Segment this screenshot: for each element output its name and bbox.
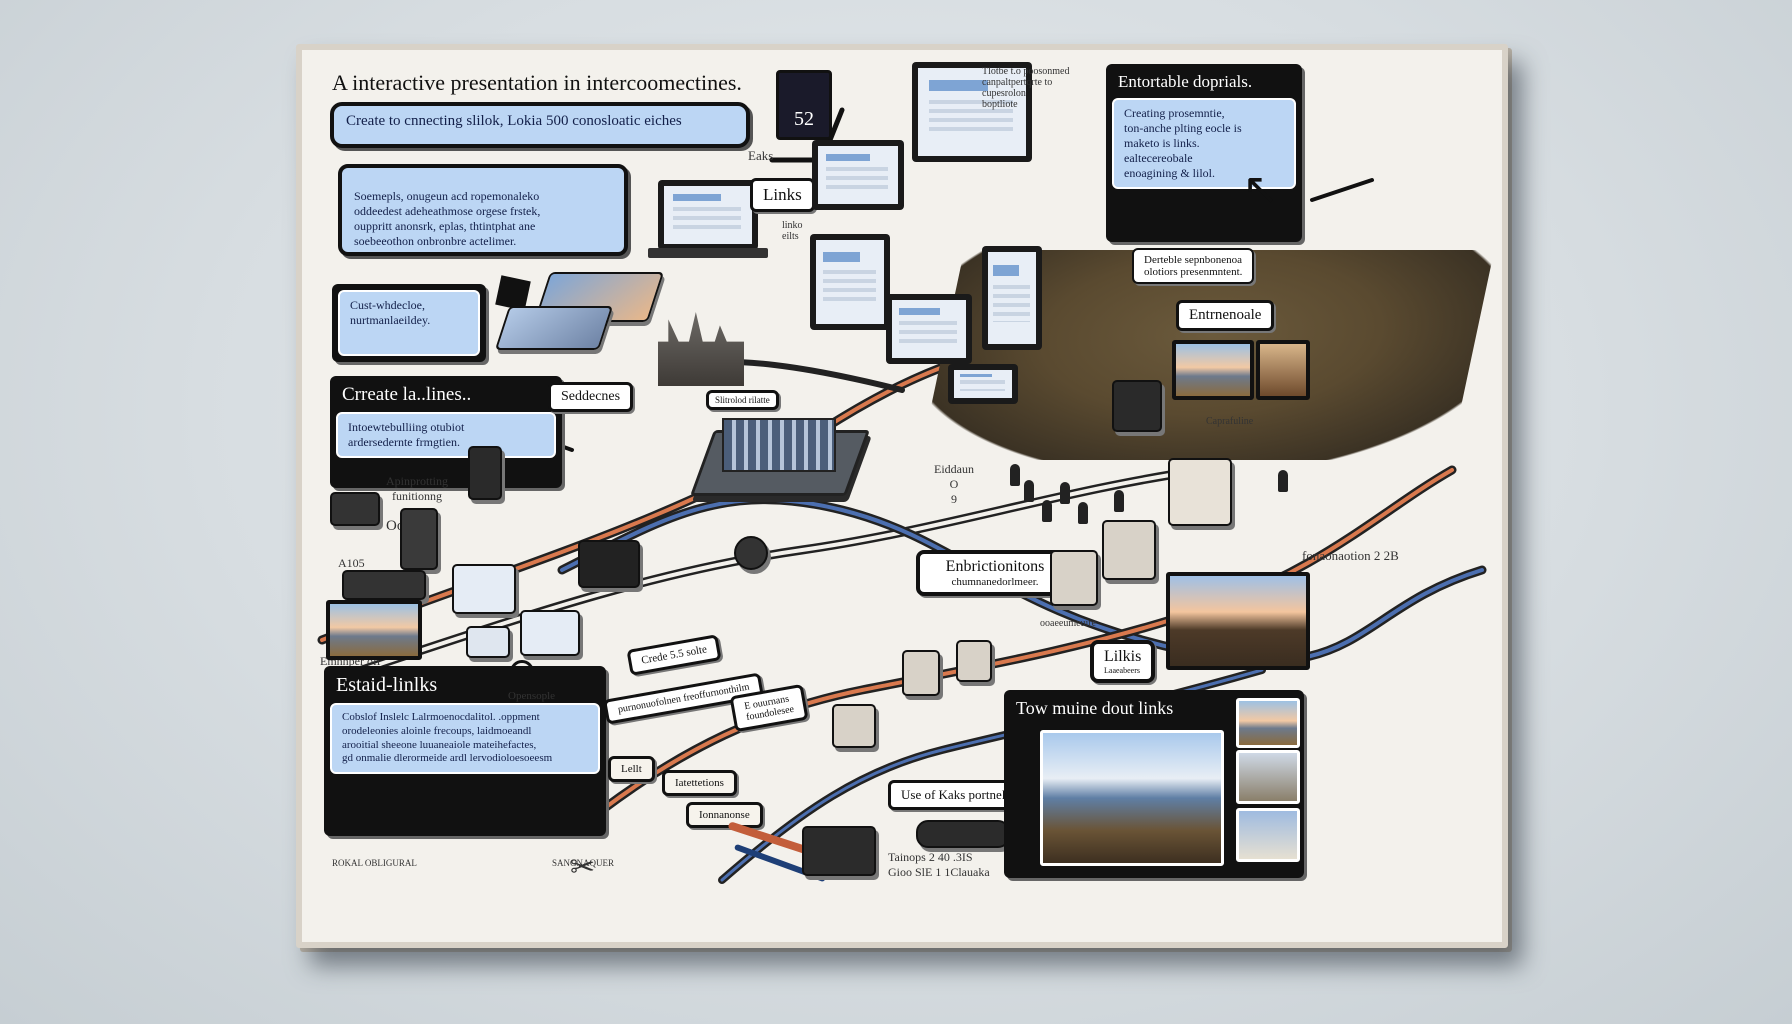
- printer-device: [1102, 520, 1156, 580]
- apinprotting-label: Apinprotting funitionng: [386, 474, 448, 503]
- person-icon: [1114, 490, 1124, 512]
- monitor-stack: [886, 294, 972, 364]
- entrictionitons-heading: Enbrictionitons: [945, 558, 1045, 575]
- connector-block-2: [400, 508, 438, 570]
- small-tablet: [466, 626, 510, 658]
- bottom-right-thumb-2: [1236, 750, 1300, 804]
- links-top-label: Links: [750, 178, 815, 212]
- camera-device-center: [578, 540, 640, 588]
- links-right-sub: Laaeabeers: [1104, 666, 1140, 675]
- monitor-top: [912, 62, 1032, 162]
- top-banner: Create to cnnecting slilok, Lokia 500 co…: [330, 102, 750, 148]
- desirable-label: Derteble sepnbonenoa olotiors presenmnte…: [1132, 248, 1255, 284]
- person-icon: [1024, 480, 1034, 502]
- estaid-links-box: Estaid-linlks Cobslof Inslelc Lalrmoenoc…: [324, 666, 606, 836]
- small-monitor-1: [452, 564, 516, 614]
- links-top-sub: linko eilts: [782, 220, 803, 242]
- person-icon: [1078, 502, 1088, 524]
- bottom-right-thumb-1: [1236, 698, 1300, 748]
- entrictionitons-box: Enbrictionitons chumnanedorlmeer.: [916, 550, 1074, 596]
- footer-signature-1: ROKAL OBLIGURAL: [332, 858, 417, 868]
- thumbnail-right-2: [1256, 340, 1310, 400]
- laptop-device: [658, 180, 758, 250]
- connector-right-2: [832, 704, 876, 748]
- bottom-right-box: Tow muine dout links: [1004, 690, 1304, 878]
- building-model: [722, 418, 836, 472]
- cursor-arrow-icon: ↖: [1242, 164, 1279, 215]
- bottom-right-thumb-3: [1236, 808, 1300, 862]
- lens-icon: [734, 536, 768, 570]
- create-links-box: Crreate la..lines.. Intoewtebulliing otu…: [330, 376, 562, 488]
- thumbnail-right-1: [1172, 340, 1254, 400]
- sedderes-label: Seddecnes: [548, 382, 634, 412]
- left-description-box: Soemepls, onugeun acd ropemonaleko oddee…: [338, 164, 628, 256]
- monitor-center-left: [812, 140, 904, 210]
- entrictionitons-sub: chumnanedorlmeer.: [951, 576, 1039, 588]
- thumbnail-mountain: [1166, 572, 1310, 670]
- links-right-heading: Lilkis: [1104, 648, 1142, 665]
- small-monitor-2: [520, 610, 580, 656]
- code-badge-text: 52: [794, 108, 814, 130]
- code-badge: 52: [776, 70, 832, 140]
- create-links-heading: Crreate la..lines..: [342, 384, 472, 405]
- infographic-board: A interactive presentation in intercoome…: [296, 44, 1508, 948]
- person-icon: [1042, 500, 1052, 522]
- projector-device: [1168, 458, 1232, 526]
- connector-block-3: [342, 570, 426, 600]
- server-rack: [1112, 380, 1162, 432]
- connector-right-3: [956, 640, 992, 682]
- thumbnail-left: [326, 600, 422, 660]
- connector-right-1: [902, 650, 940, 696]
- scissors-icon: ✂: [570, 850, 596, 885]
- monitor-center: [810, 234, 890, 330]
- laptop-center: [948, 364, 1018, 404]
- enterable-body: Creating prosemntie, ton-anche plting eo…: [1112, 98, 1296, 189]
- person-icon: [1060, 482, 1070, 504]
- eaks-label: Eaks: [748, 148, 774, 163]
- top-right-small-text: Tlotbe t.o poosonmed canpaltpertqrte to …: [982, 66, 1070, 110]
- fonaonaotion-label: fonaonaotion 2 2B: [1302, 548, 1399, 563]
- bottom-right-heading: Tow muine dout links: [1016, 698, 1174, 718]
- connector-block-1: [468, 446, 502, 500]
- page-title: A interactive presentation in intercoome…: [332, 70, 742, 95]
- footer-small-text: Tainops 2 40 .3IS Gioo SlE 1 1Clauaka: [888, 850, 990, 879]
- estaid-links-body: Cobslof Inslelc Lalrmoenocdalitol. .oppm…: [330, 703, 600, 774]
- a105-label: A105: [338, 556, 365, 570]
- links-right-label: Lilkis Laaeabeers: [1090, 640, 1156, 683]
- cust-box-text: Cust-whdecloe, nurtmanlaeildey.: [338, 290, 480, 356]
- eiddaun-label: Eiddaun O 9: [934, 462, 974, 506]
- opensople-label: Opensople: [508, 690, 556, 702]
- top-banner-text: Create to cnnecting slilok, Lokia 500 co…: [346, 113, 682, 129]
- monitor-frame: [1050, 550, 1098, 606]
- footer-signature-2: SANGNAQUER: [552, 858, 615, 868]
- cust-box: Cust-whdecloe, nurtmanlaeildey.: [332, 284, 486, 362]
- create-links-body: Intoewtebulliing otubiot ardersedernte f…: [336, 412, 556, 458]
- monitor-right: [982, 246, 1042, 350]
- ooaeeumeuire-label: ooaeeumeuire: [1040, 618, 1097, 629]
- caprafuline-label: Caprafuline: [1206, 416, 1254, 427]
- enterable-box: Entortable doprials. Creating prosemntie…: [1106, 64, 1302, 242]
- person-icon: [1010, 464, 1020, 486]
- tag-1: Lellt: [608, 756, 655, 782]
- person-icon: [1278, 470, 1288, 492]
- tag-3: Ionnanonse: [686, 802, 763, 828]
- camera-icon: [330, 492, 380, 526]
- usb-stick: [916, 820, 1010, 848]
- laptop-base: [648, 248, 768, 258]
- estaid-links-heading: Estaid-linlks: [336, 674, 438, 696]
- card-reader: [802, 826, 876, 876]
- bottom-right-landscape: [1040, 730, 1224, 866]
- small-blue-label: Slitrolod rilatte: [706, 390, 779, 410]
- tag-2: Iatettetions: [662, 770, 737, 796]
- left-description-text: Soemepls, onugeun acd ropemonaleko oddee…: [354, 189, 541, 248]
- enterable-heading: Entortable doprials.: [1118, 72, 1253, 91]
- enternenole-label: Entrnenoale: [1176, 300, 1275, 331]
- tablet-device-2: [494, 306, 614, 350]
